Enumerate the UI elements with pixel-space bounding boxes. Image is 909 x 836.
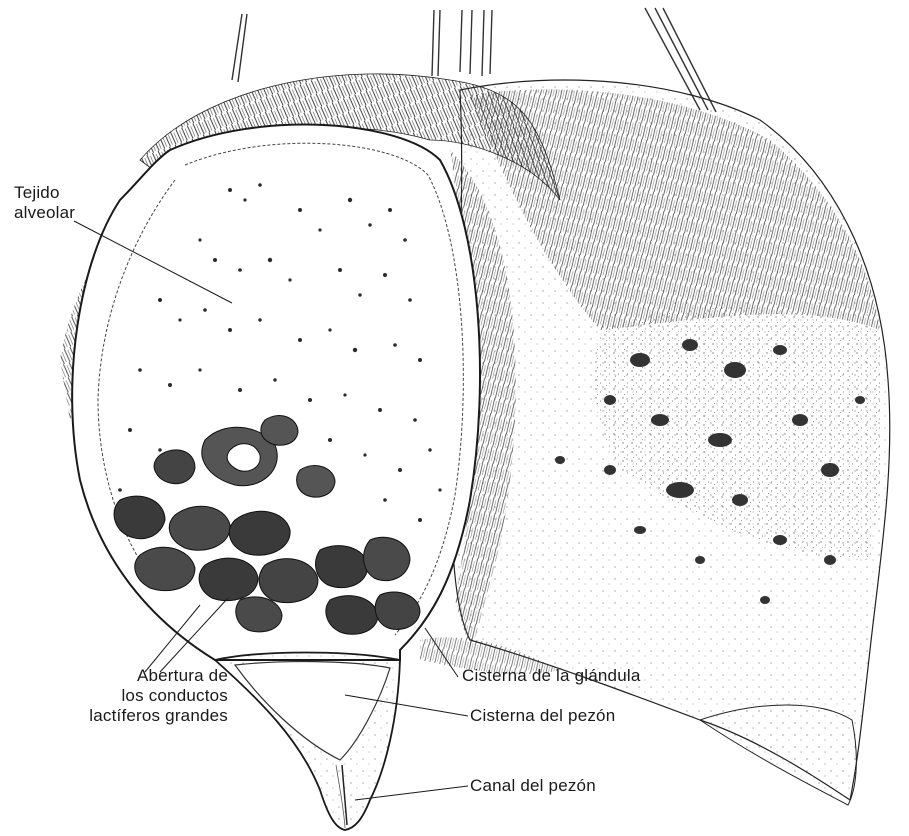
label-cisterna-pezon: Cisterna del pezón — [470, 706, 615, 726]
label-tejido-line1: Tejido — [14, 183, 75, 203]
teat-section — [215, 653, 400, 831]
label-abertura-line3: lactíferos grandes — [48, 706, 228, 726]
label-abertura-line1: Abertura de — [48, 666, 228, 686]
label-canal-pezon: Canal del pezón — [470, 776, 596, 796]
label-tejido-alveolar: Tejido alveolar — [14, 183, 75, 223]
label-abertura: Abertura de los conductos lactíferos gra… — [48, 666, 228, 726]
label-abertura-line2: los conductos — [48, 686, 228, 706]
label-tejido-line2: alveolar — [14, 203, 75, 223]
label-cisterna-glandula: Cisterna de la glándula — [462, 666, 641, 686]
intact-udder-quarter — [452, 80, 890, 805]
